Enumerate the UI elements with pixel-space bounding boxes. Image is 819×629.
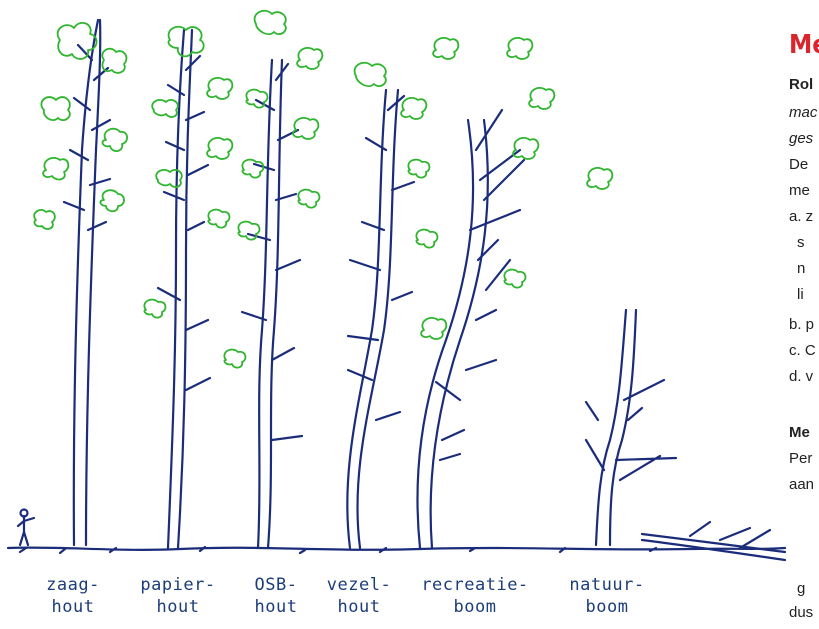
side-line: Rol [789,76,813,93]
label-osbhout: OSB- hout [231,574,321,618]
label-line: papier- [133,574,223,596]
cropped-side-text: Me Rol mac ges De me a. z s n li b. p c.… [789,0,819,625]
side-line: mac [789,104,817,121]
tree-vezelhout [347,90,414,548]
foliage [34,11,612,368]
label-line: boom [562,596,652,618]
side-line: d. v [789,368,813,385]
label-natuurboom: natuur- boom [562,574,652,618]
tree-papierhout [158,30,210,548]
side-line: dus [789,604,813,621]
side-line: c. C [789,342,816,359]
side-line: a. z [789,208,813,225]
trees-drawing [0,0,789,625]
ground-line [8,548,785,550]
side-line: De [789,156,808,173]
side-line: g [797,580,805,597]
fallen-log [642,522,785,560]
tree-zaaghout [64,20,110,545]
tree-recreatieboom [418,110,524,548]
side-title: Me [789,30,819,60]
label-line: recreatie- [420,574,530,596]
label-zaaghout: zaag- hout [28,574,118,618]
label-line: hout [133,596,223,618]
label-line: OSB- [231,574,321,596]
label-vezelhout: vezel- hout [314,574,404,618]
label-papierhout: papier- hout [133,574,223,618]
label-line: hout [231,596,321,618]
tree-natuurboom [586,310,676,545]
side-line: aan [789,476,814,493]
label-line: vezel- [314,574,404,596]
side-line: me [789,182,810,199]
side-line: Me [789,424,810,441]
person-icon [18,510,34,546]
label-recreatieboom: recreatie- boom [420,574,530,618]
label-line: hout [28,596,118,618]
label-line: natuur- [562,574,652,596]
side-line: li [797,286,804,303]
side-line: n [797,260,805,277]
label-line: zaag- [28,574,118,596]
label-line: boom [420,596,530,618]
label-line: hout [314,596,404,618]
side-line: b. p [789,316,814,333]
side-line: Per [789,450,812,467]
side-line: s [797,234,805,251]
side-line: ges [789,130,813,147]
